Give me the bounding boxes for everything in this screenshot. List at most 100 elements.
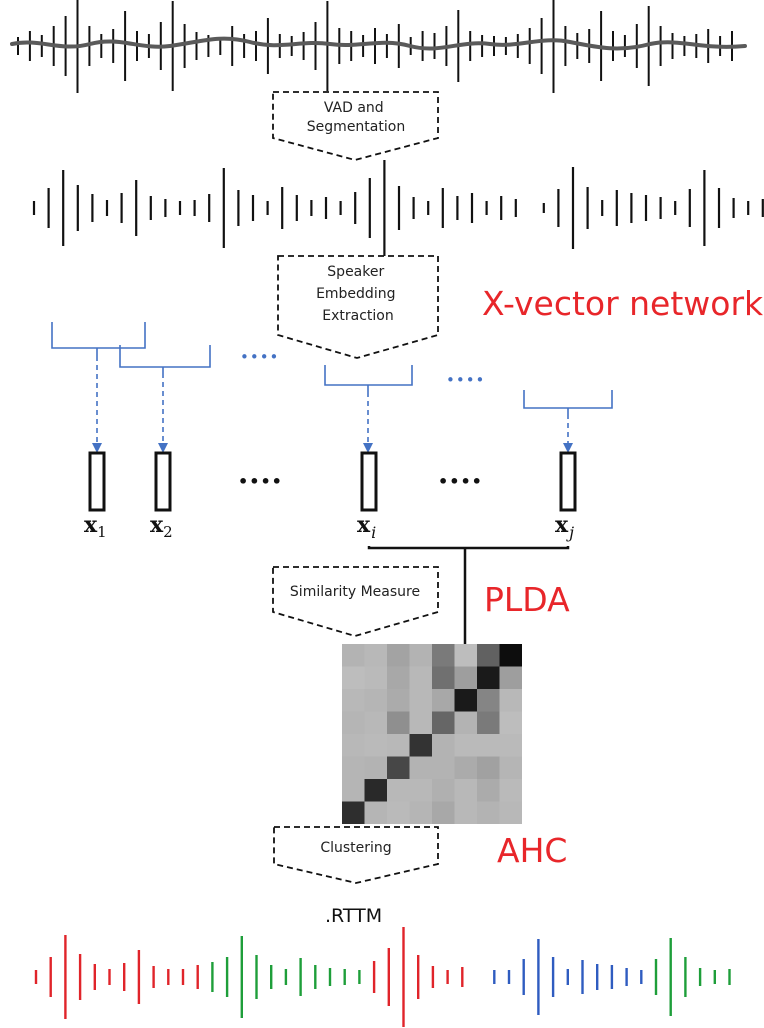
similarity-matrix-cell [387,644,410,667]
similarity-matrix-cell [342,689,365,712]
svg-text:x2: x2 [150,512,173,541]
similarity-matrix-cell [409,801,432,824]
similarity-matrix-cell [499,711,522,734]
similarity-matrix-cell [454,644,477,667]
vector-ellipsis-right: •••• [438,472,483,491]
segment-bracket-i [324,365,413,392]
clustering-step: Clustering [273,826,439,884]
similarity-matrix-cell [454,689,477,712]
similarity-matrix-cell [342,644,365,667]
similarity-matrix-cell [409,644,432,667]
similarity-matrix-cell [432,756,455,779]
speaker-embedding-step: Speaker Embedding Extraction [277,255,439,359]
similarity-pentagon [272,566,439,637]
bracket-ellipsis-left: •••• [240,348,279,366]
similarity-matrix [342,644,522,824]
similarity-matrix-cell [432,779,455,802]
similarity-matrix-cell [499,644,522,667]
svg-text:xj: xj [555,512,574,542]
embedding-label-line1: Speaker [327,264,384,280]
similarity-matrix-cell [409,666,432,689]
similarity-matrix-cell [364,666,387,689]
similarity-matrix-cell [432,689,455,712]
similarity-matrix-cell [432,644,455,667]
similarity-matrix-cell [387,689,410,712]
similarity-matrix-cell [499,801,522,824]
pair-connector [367,546,570,550]
similarity-matrix-cell [364,756,387,779]
similarity-matrix-cell [409,779,432,802]
vad-label-line2: Segmentation [307,119,405,135]
vector-x1-subscript: 1 [97,523,107,541]
similarity-matrix-cell [342,666,365,689]
similarity-matrix-cell [432,734,455,757]
vector-x1-box [88,451,106,512]
vector-xj-symbol: x [555,512,569,538]
similarity-matrix-cell [342,779,365,802]
similarity-matrix-cell [342,801,365,824]
plda-label: PLDA [484,580,570,619]
similarity-label: Similarity Measure [290,584,420,600]
similarity-matrix-cell [387,801,410,824]
similarity-matrix-cell [454,779,477,802]
segment-brackets: •••• •••• [51,322,613,453]
vector-ellipsis-left: •••• [238,472,283,491]
vector-x2-box [154,451,172,512]
similarity-matrix-cell [477,801,500,824]
vector-xi-subscript: i [371,523,376,542]
vector-x1-symbol: x [84,512,98,538]
similarity-matrix-cell [477,756,500,779]
vad-pentagon [272,91,439,161]
similarity-matrix-cell [477,644,500,667]
similarity-matrix-cell [499,689,522,712]
embedding-vectors: •••• •••• x1 x2 xi xj [84,451,577,542]
bracket-ellipsis-right: •••• [446,371,485,389]
vector-xi-box [360,451,378,512]
similarity-matrix-cell [409,734,432,757]
ahc-label: AHC [497,831,567,870]
xvector-network-label: X-vector network [482,284,764,323]
similarity-matrix-cell [364,779,387,802]
similarity-matrix-cell [454,666,477,689]
vad-label-line1: VAD and [324,100,384,116]
similarity-matrix-cell [387,779,410,802]
similarity-matrix-cell [342,756,365,779]
vector-x2-subscript: 2 [163,523,173,541]
similarity-matrix-cell [432,666,455,689]
similarity-matrix-cell [387,666,410,689]
similarity-matrix-cell [409,689,432,712]
embedding-label-line3: Extraction [322,308,393,324]
similarity-matrix-cell [454,756,477,779]
similarity-matrix-cell [364,689,387,712]
vector-xi-symbol: x [357,512,371,538]
clustering-pentagon [273,826,439,884]
embedding-pentagon [277,255,439,359]
svg-text:xi: xi [357,512,376,542]
similarity-matrix-cell [387,711,410,734]
embedding-label-line2: Embedding [316,286,395,302]
svg-text:x1: x1 [84,512,107,541]
vector-xj-subscript: j [566,523,574,542]
similarity-matrix-cell [387,756,410,779]
vector-x2-symbol: x [150,512,164,538]
similarity-matrix-cell [477,711,500,734]
similarity-matrix-cell [364,734,387,757]
rttm-output-label: .RTTM [325,905,382,927]
segmented-speech-waveform [32,160,764,256]
segment-bracket-1 [51,322,146,356]
clustering-label: Clustering [320,840,391,856]
similarity-matrix-cell [477,689,500,712]
similarity-matrix-cell [454,734,477,757]
similarity-matrix-cell [432,801,455,824]
vector-xj-box [559,451,577,512]
similarity-matrix-cell [364,801,387,824]
similarity-matrix-cell [477,666,500,689]
similarity-matrix-cell [499,756,522,779]
similarity-matrix-cell [409,756,432,779]
segment-bracket-2 [119,345,211,373]
similarity-matrix-cell [409,711,432,734]
similarity-matrix-cell [454,711,477,734]
segment-bracket-j [523,390,613,414]
similarity-matrix-cell [387,734,410,757]
